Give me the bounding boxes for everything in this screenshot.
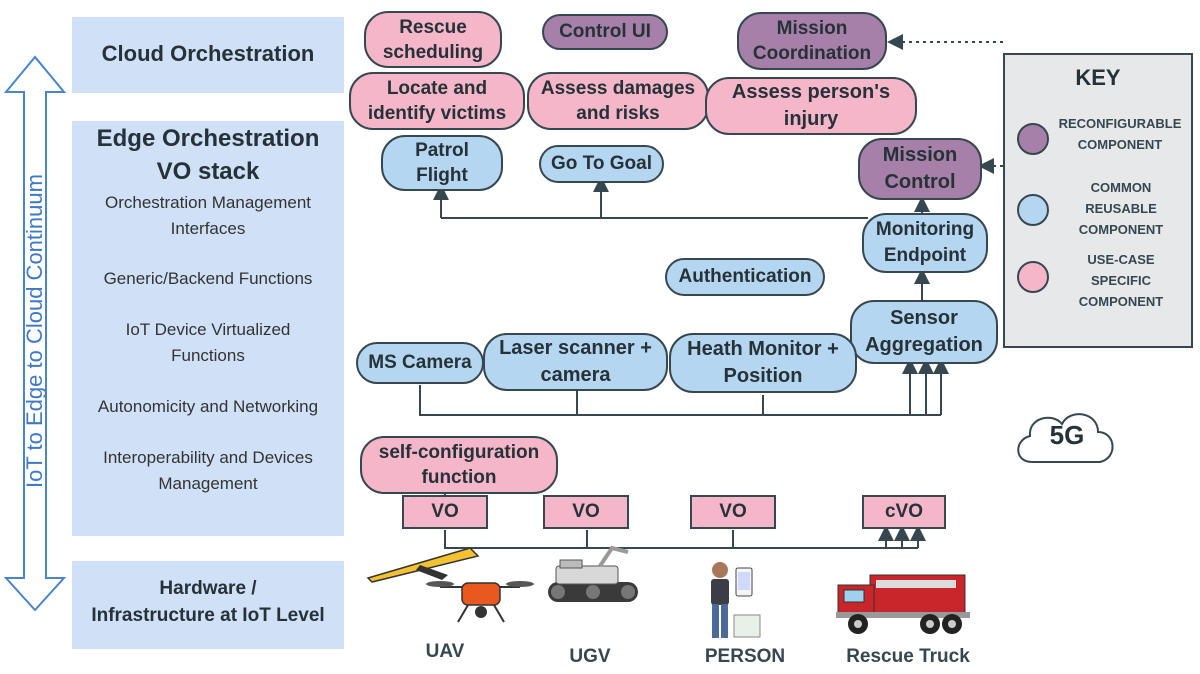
hardware-panel: Hardware / Infrastructure at IoT Level (72, 561, 344, 649)
ugv-icon (548, 545, 638, 602)
middle-bus (419, 385, 941, 416)
ms-camera-node: MS Camera (356, 342, 484, 384)
legend-swatch-use-case (1017, 261, 1049, 293)
edge-item-generic-backend: Generic/Backend Functions (103, 269, 313, 288)
device-label-ugv: UGV (569, 646, 611, 667)
vo-bus (444, 530, 918, 549)
edge-orchestration-title: Edge Orchestration (96, 125, 320, 152)
cloud-orchestration-title: Cloud Orchestration (101, 41, 315, 66)
device-label-rescue-truck: Rescue Truck (846, 646, 970, 667)
network-cloud-icon (1017, 413, 1114, 463)
person-icon (711, 562, 761, 638)
edge-orchestration-panel: Edge Orchestration VO stack Orchestratio… (72, 121, 344, 536)
hardware-title-line1: Hardware / (159, 578, 257, 599)
cloud-orchestration-panel: Cloud Orchestration (72, 17, 344, 93)
vo-box-person: VO (690, 495, 776, 529)
vo-box-ugv: VO (543, 495, 629, 529)
network-label: 5G (1049, 420, 1085, 450)
device-label-person: PERSON (704, 646, 786, 667)
vo-stack-title: VO stack (156, 158, 260, 185)
rescue-truck-icon (836, 574, 970, 634)
authentication-node: Authentication (665, 258, 825, 296)
legend-swatch-reconfigurable (1017, 123, 1049, 155)
go-to-goal-node: Go To Goal (539, 145, 664, 183)
control-ui-node: Control UI (542, 14, 668, 50)
cvo-box-truck: cVO (862, 495, 946, 529)
legend-title: KEY (1075, 65, 1121, 90)
edge-item-autonomicity: Autonomicity and Networking (97, 397, 319, 416)
legend-swatch-common (1017, 194, 1049, 226)
uav-icon (366, 547, 534, 623)
device-label-uav: UAV (425, 641, 465, 662)
hardware-title-line2: Infrastructure at IoT Level (91, 605, 325, 626)
laser-scanner-node: Laser scanner +camera (483, 333, 668, 391)
health-monitor-node: Heath Monitor +Position (669, 333, 857, 393)
vo-box-uav: VO (402, 495, 488, 529)
